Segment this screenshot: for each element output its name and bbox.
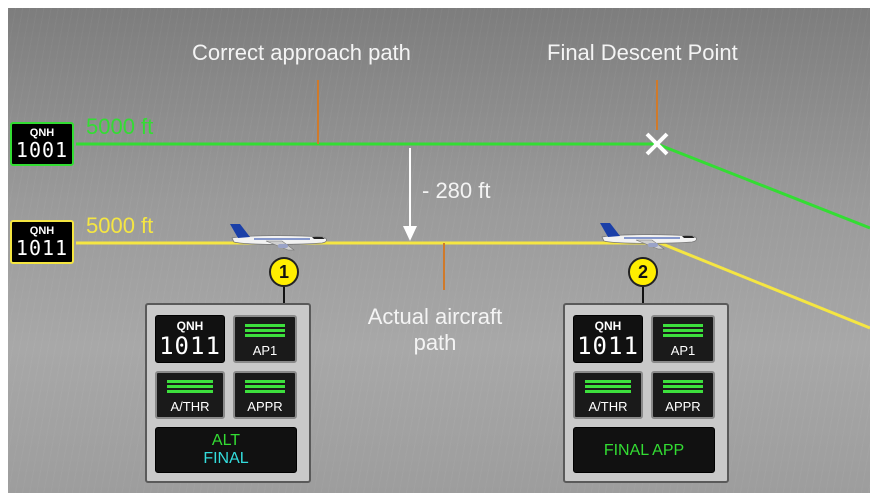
panel-1-fma-display: ALT FINAL bbox=[155, 427, 297, 473]
down-arrow-icon bbox=[403, 148, 417, 241]
appr-label: APPR bbox=[665, 399, 701, 414]
ap1-label: AP1 bbox=[670, 343, 696, 358]
actual-path-label-line1: Actual aircraft bbox=[367, 304, 503, 329]
athr-button[interactable]: A/THR bbox=[155, 371, 225, 419]
athr-indicator-icon bbox=[167, 380, 213, 394]
correct-path-label: Correct approach path bbox=[192, 40, 411, 65]
panel-2-qnh-title: QNH bbox=[594, 319, 622, 333]
appr-indicator-icon bbox=[663, 380, 703, 394]
ap1-button[interactable]: AP1 bbox=[651, 315, 715, 363]
panel-2-fma-display: FINAL APP bbox=[573, 427, 715, 473]
panel-2-qnh-display: QNH 1011 bbox=[573, 315, 643, 363]
ap1-button[interactable]: AP1 bbox=[233, 315, 297, 363]
lower-qnh-title: QNH bbox=[29, 225, 55, 237]
ap1-indicator-icon bbox=[663, 324, 703, 338]
appr-label: APPR bbox=[247, 399, 283, 414]
appr-indicator-icon bbox=[245, 380, 285, 394]
panel-2-qnh-value: 1011 bbox=[577, 332, 639, 360]
cockpit-panel-1: QNH 1011 AP1 A/THR APPR ALT FINAL bbox=[145, 303, 311, 483]
athr-label: A/THR bbox=[170, 399, 210, 414]
panel-1-fma-line2: FINAL bbox=[203, 450, 249, 467]
actual-path-descent-line bbox=[659, 241, 870, 330]
panel-1-qnh-title: QNH bbox=[176, 319, 204, 333]
badge-1: 1 bbox=[269, 257, 299, 287]
cockpit-panel-2: QNH 1011 AP1 A/THR APPR FINAL APP bbox=[563, 303, 729, 483]
lower-altitude-label: 5000 ft bbox=[86, 213, 154, 238]
badge-2: 2 bbox=[628, 257, 658, 287]
aircraft-icon bbox=[600, 223, 697, 250]
ap1-label: AP1 bbox=[252, 343, 278, 358]
deviation-label: - 280 ft bbox=[422, 178, 491, 203]
athr-button[interactable]: A/THR bbox=[573, 371, 643, 419]
appr-button[interactable]: APPR bbox=[233, 371, 297, 419]
aircraft-icon bbox=[230, 224, 327, 251]
final-descent-point-label: Final Descent Point bbox=[547, 40, 738, 65]
correct-path-descent-line bbox=[656, 142, 870, 230]
actual-path-label: Actual aircraft path bbox=[355, 304, 515, 356]
lower-qnh-box: QNH 1011 bbox=[10, 220, 74, 264]
ap1-indicator-icon bbox=[245, 324, 285, 338]
athr-label: A/THR bbox=[588, 399, 628, 414]
appr-button[interactable]: APPR bbox=[651, 371, 715, 419]
athr-indicator-icon bbox=[585, 380, 631, 394]
panel-1-qnh-value: 1011 bbox=[159, 332, 221, 360]
upper-qnh-title: QNH bbox=[29, 127, 55, 139]
panel-1-qnh-display: QNH 1011 bbox=[155, 315, 225, 363]
final-descent-point-cross-icon bbox=[645, 132, 669, 156]
upper-qnh-value: 1001 bbox=[15, 138, 69, 162]
upper-qnh-box: QNH 1001 bbox=[10, 122, 74, 166]
panel-1-fma-line1: ALT bbox=[211, 432, 241, 449]
actual-path-label-line2: path bbox=[413, 330, 457, 355]
panel-2-fma-line1: FINAL APP bbox=[603, 442, 685, 459]
upper-altitude-label: 5000 ft bbox=[86, 114, 154, 139]
lower-qnh-value: 1011 bbox=[15, 236, 69, 260]
